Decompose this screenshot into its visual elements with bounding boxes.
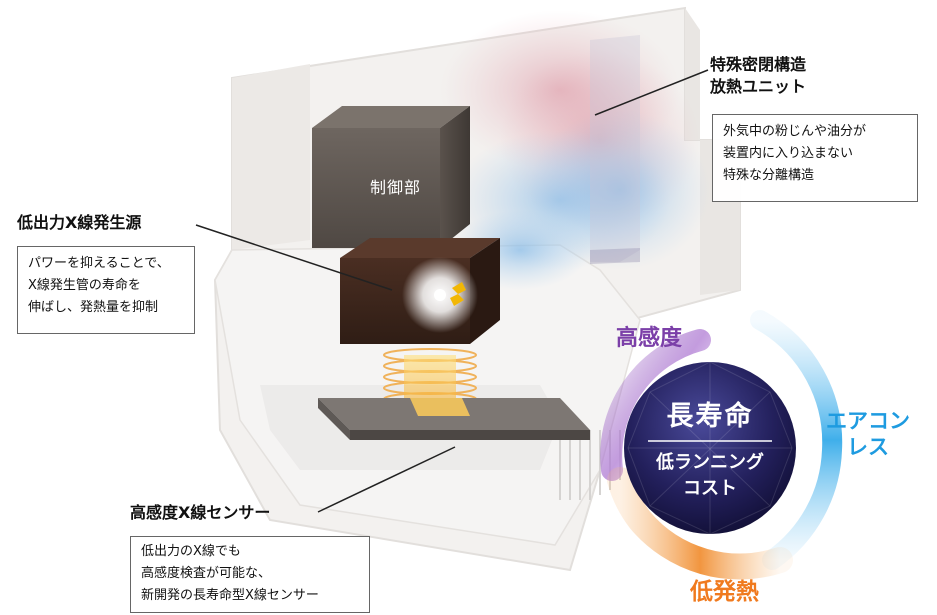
arc-label-aircon-line-2: レス	[847, 435, 889, 459]
low-output-desc-line: パワーを抑えることで、	[28, 256, 170, 271]
sealed-unit-duct	[590, 35, 640, 264]
control-unit-label: 制御部	[370, 178, 422, 197]
arc-label-high-sensitivity: 高感度	[616, 326, 683, 351]
badge-main-label: 長寿命	[666, 401, 754, 432]
benefit-badge	[624, 361, 796, 535]
sensor-desc-line: 高感度検査が可能な、	[141, 566, 272, 581]
low-output-desc-line: 伸ばし、発熱量を抑制	[28, 300, 159, 315]
leader-lines	[195, 69, 709, 513]
sealed-unit-description: 外気中の粉じんや油分が 装置内に入り込まない 特殊な分離構造	[712, 114, 918, 202]
badge-sub-label: 低ランニング コスト	[650, 450, 770, 502]
xray-generator	[340, 238, 500, 344]
sealed-unit-title-line-2: 放熱ユニット	[710, 76, 807, 96]
benefit-badge-arcs	[600, 310, 843, 580]
sensor-description: 低出力のX線でも 高感度検査が可能な、 新開発の長寿命型X線センサー	[130, 536, 370, 613]
badge-sub-line-2: コスト	[683, 478, 737, 499]
sealed-unit-desc-line: 装置内に入り込まない	[723, 146, 854, 161]
badge-sub-line-1: 低ランニング	[656, 452, 764, 473]
sealed-unit-title-line-1: 特殊密閉構造	[710, 55, 807, 74]
sealed-unit-desc-line: 特殊な分離構造	[723, 168, 815, 183]
heat-cloud	[440, 10, 710, 290]
arc-label-low-heat: 低発熱	[690, 579, 759, 605]
low-output-desc-line: X線発生管の寿命を	[28, 278, 141, 293]
sealed-unit-title: 特殊密閉構造 放熱ユニット	[710, 54, 806, 97]
sealed-unit-desc-line: 外気中の粉じんや油分が	[723, 124, 867, 139]
sensor-title: 高感度X線センサー	[130, 503, 271, 522]
control-unit	[312, 106, 470, 248]
low-output-source-title: 低出力X線発生源	[17, 213, 142, 232]
xray-sensor-plate	[318, 398, 590, 440]
low-output-source-description: パワーを抑えることで、 X線発生管の寿命を 伸ばし、発熱量を抑制	[17, 246, 195, 334]
sensor-desc-line: 新開発の長寿命型X線センサー	[141, 588, 319, 603]
arc-label-aircon-line-1: エアコン	[826, 409, 910, 433]
arc-label-aircon-less: エアコン レス	[826, 408, 910, 460]
sensor-desc-line: 低出力のX線でも	[141, 544, 241, 559]
